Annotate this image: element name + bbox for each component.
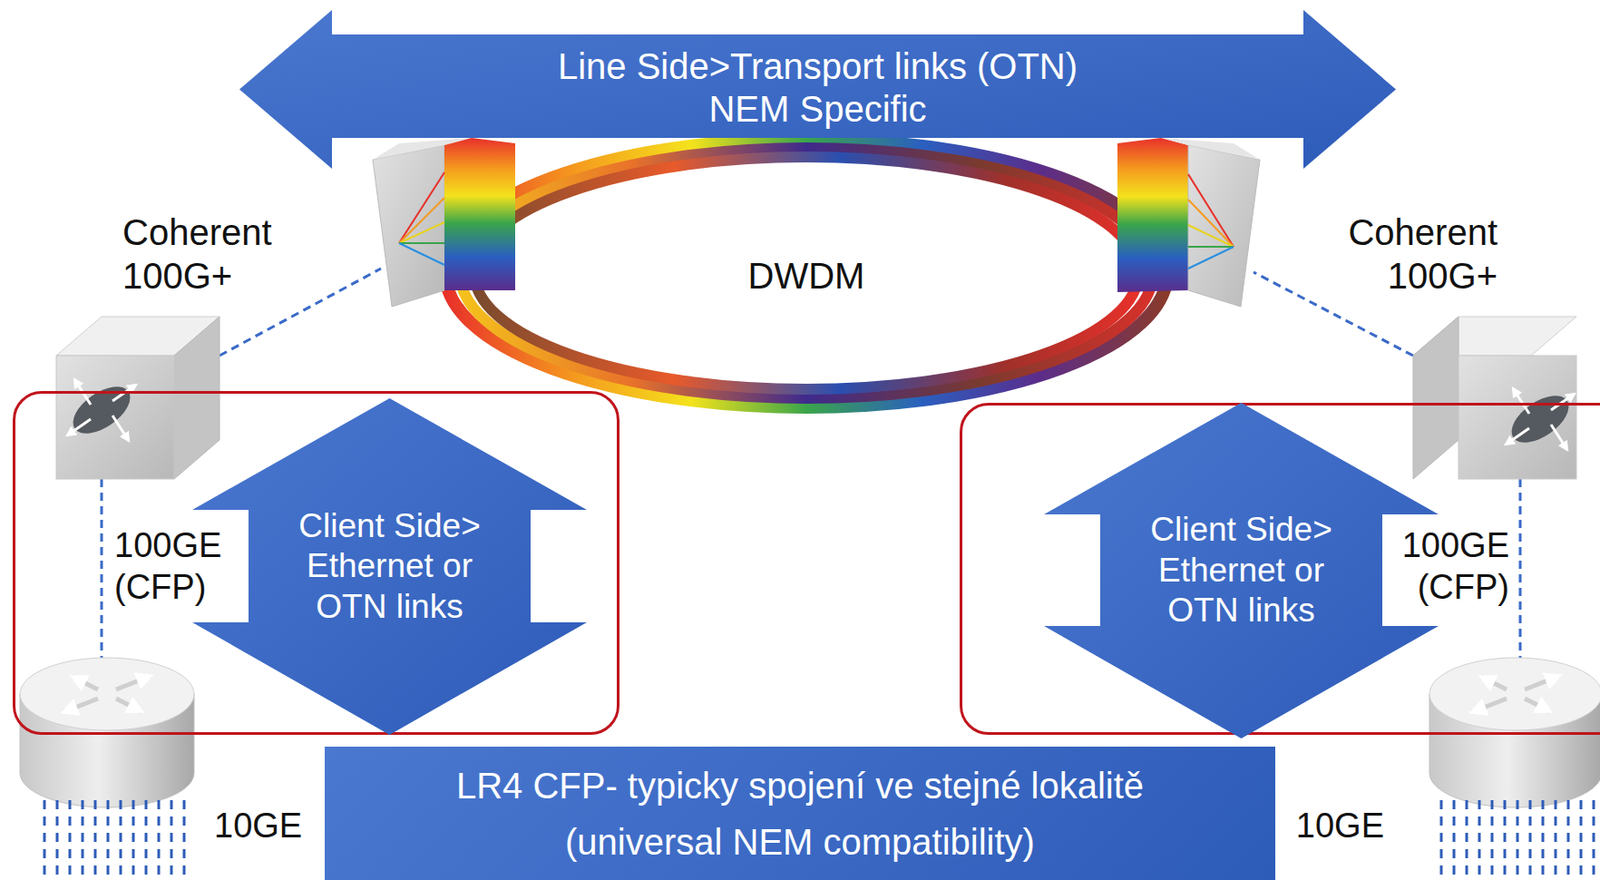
client-arrow-outline	[1043, 402, 1439, 739]
dwdm-ring	[445, 138, 1168, 408]
port-speed-label: 10GE	[214, 805, 314, 848]
client-arrow: Client Side> Ethernet or OTN links	[192, 398, 587, 735]
dwdm-label: DWDM	[742, 253, 870, 298]
coherent-label: Coherent 100G+	[122, 210, 286, 298]
cfp-band: LR4 CFP- typicky spojení ve stejné lokal…	[324, 746, 1276, 880]
node-text: Line Side>Transport links (OTN) NEM Spec…	[536, 45, 1100, 131]
coherent-label: Coherent 100G+	[1334, 210, 1498, 298]
client-arrow-outline	[192, 398, 587, 735]
client-region: 100GE (CFP) Client Side> Ethernet or OTN …	[12, 390, 620, 735]
port-lines	[34, 798, 195, 880]
node-text: LR4 CFP- typicky spojení ve stejné lokal…	[409, 757, 1191, 870]
wdm-prism	[372, 137, 516, 307]
client-arrow: Client Side> Ethernet or OTN links	[1043, 402, 1439, 739]
port-speed-label: 10GE	[1284, 805, 1385, 848]
port-lines	[1431, 798, 1600, 880]
transport-arrow: Line Side>Transport links (OTN) NEM Spec…	[239, 9, 1396, 169]
node-text: Client Side> Ethernet or OTN links	[1141, 509, 1342, 631]
transponder-cube	[1413, 316, 1577, 479]
client-region: 100GE (CFP) Client Side> Ethernet or OTN …	[959, 402, 1600, 735]
wdm-prism	[1117, 137, 1260, 307]
interface-label: 100GE (CFP)	[114, 525, 233, 608]
transport-arrow-outline	[239, 9, 1396, 169]
transponder-cube	[56, 316, 220, 479]
interface-label: 100GE (CFP)	[1391, 525, 1510, 608]
node-text: Client Side> Ethernet or OTN links	[290, 506, 490, 627]
